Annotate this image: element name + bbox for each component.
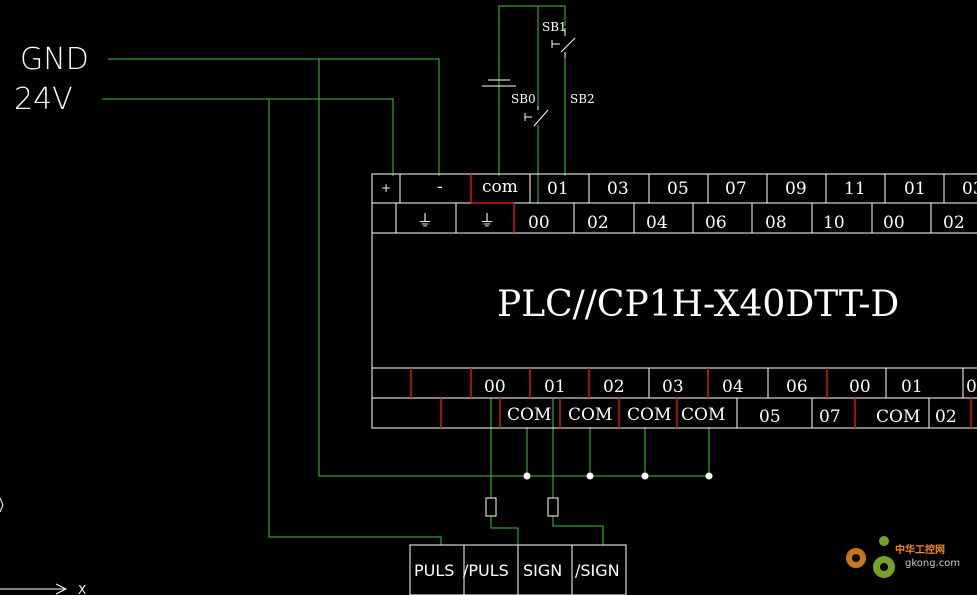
out-00-lower-wire bbox=[490, 516, 519, 545]
top-terminal-label: 02 bbox=[943, 213, 965, 233]
driver-terminal-puls: PULS bbox=[414, 561, 454, 580]
axis-x-label: X bbox=[78, 583, 86, 595]
ground-terminal-icon: ⏚ bbox=[479, 211, 495, 230]
junction-dots bbox=[523, 472, 713, 480]
top-terminal-label: 02 bbox=[587, 213, 609, 233]
bottom-terminal-label: 02 bbox=[935, 407, 957, 427]
top-terminal-label: + bbox=[381, 181, 391, 195]
plc-title: PLC//CP1H-X40DTT-D bbox=[497, 284, 899, 325]
top-terminal-label: 04 bbox=[646, 213, 668, 233]
gnd-wire bbox=[108, 58, 440, 176]
v24-label: 24V bbox=[14, 82, 73, 117]
driver-terminal-block bbox=[409, 544, 627, 595]
bottom-terminal-label: COM bbox=[876, 407, 920, 427]
top-terminal-label: 08 bbox=[765, 213, 787, 233]
driver-terminal-npuls: /PULS bbox=[463, 561, 509, 580]
ground-terminal-icon: ⏚ bbox=[417, 211, 433, 230]
gnd-label: GND bbox=[20, 42, 89, 77]
bottom-terminal-label: COM bbox=[507, 405, 551, 425]
switch-com-wire bbox=[498, 5, 566, 176]
bottom-terminal-label: COM bbox=[627, 405, 671, 425]
top-terminal-label: 09 bbox=[785, 179, 807, 199]
v24-drop-wire bbox=[268, 99, 442, 545]
junction-dot bbox=[523, 472, 531, 480]
ucs-axis-icon bbox=[0, 497, 68, 595]
sb1-switch-icon bbox=[551, 28, 576, 58]
top-terminal-label: com bbox=[482, 177, 518, 197]
driver-terminal-sign: SIGN bbox=[523, 561, 562, 580]
bottom-terminal-label: 01 bbox=[544, 377, 566, 397]
top-terminal-label: 03 bbox=[607, 179, 629, 199]
top-terminal-label: 10 bbox=[823, 213, 845, 233]
sb2-label: SB2 bbox=[570, 92, 595, 106]
junction-dot bbox=[641, 472, 649, 480]
watermark-cn: 中华工控网 bbox=[895, 543, 945, 556]
top-terminal-label: 06 bbox=[705, 213, 727, 233]
red-dividers bbox=[410, 174, 972, 428]
bottom-terminal-label: 00 bbox=[849, 377, 871, 397]
plc-body bbox=[371, 173, 977, 429]
resistor-icon bbox=[547, 497, 559, 517]
resistors bbox=[485, 497, 559, 517]
bottom-terminal-label: 0 bbox=[966, 377, 977, 397]
bottom-terminal-label: 07 bbox=[819, 407, 841, 427]
bottom-terminal-label: COM bbox=[568, 405, 612, 425]
top-terminal-label: 03 bbox=[962, 179, 977, 199]
wires bbox=[102, 5, 710, 545]
driver-terminal-nsign: /SIGN bbox=[575, 561, 620, 580]
gnd-drop-wire bbox=[318, 59, 709, 477]
gkong-logo-icon bbox=[846, 536, 895, 578]
junction-dot bbox=[586, 472, 594, 480]
bottom-terminal-label: 06 bbox=[786, 377, 808, 397]
sb1-label: SB1 bbox=[542, 20, 567, 34]
bottom-terminal-label: 02 bbox=[603, 377, 625, 397]
top-terminal-label: 11 bbox=[844, 179, 866, 199]
junction-dot bbox=[705, 472, 713, 480]
top-terminal-label: 01 bbox=[547, 179, 569, 199]
bottom-terminal-label: 03 bbox=[662, 377, 684, 397]
battery-icon bbox=[482, 79, 516, 87]
v24-wire bbox=[102, 98, 394, 176]
sb0-label: SB0 bbox=[511, 92, 536, 106]
out-01-lower-wire bbox=[552, 516, 604, 545]
resistor-icon bbox=[485, 497, 497, 517]
bottom-terminal-label: 05 bbox=[759, 407, 781, 427]
bottom-terminal-label: 01 bbox=[901, 377, 923, 397]
top-terminal-label: 07 bbox=[725, 179, 747, 199]
bottom-terminal-label: COM bbox=[681, 405, 725, 425]
watermark-domain: gkong.com bbox=[905, 558, 960, 569]
top-terminal-label: 05 bbox=[667, 179, 689, 199]
bottom-terminal-label: 04 bbox=[722, 377, 744, 397]
top-terminal-label: 00 bbox=[883, 213, 905, 233]
bottom-terminal-label: 00 bbox=[484, 377, 506, 397]
sb0-switch-icon bbox=[524, 106, 549, 127]
top-terminal-label: 01 bbox=[904, 179, 926, 199]
top-terminal-label: 00 bbox=[528, 213, 550, 233]
top-terminal-label: - bbox=[437, 177, 443, 197]
